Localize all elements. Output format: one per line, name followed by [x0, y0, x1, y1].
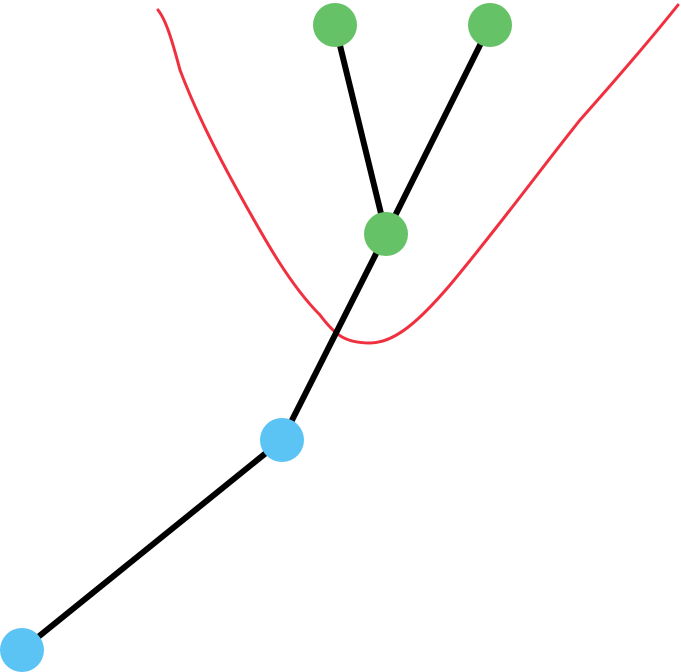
node-top-left: [313, 3, 357, 47]
edge-middle-lower: [279, 232, 389, 442]
node-root: [0, 628, 44, 672]
cut-curve: [156, 3, 680, 345]
node-lower: [260, 418, 304, 462]
node-middle: [364, 212, 408, 256]
edge-top-left-middle: [332, 24, 389, 235]
node-top-right: [468, 3, 512, 47]
edge-lower-root: [20, 437, 284, 653]
edge-top-right-middle: [383, 23, 493, 236]
